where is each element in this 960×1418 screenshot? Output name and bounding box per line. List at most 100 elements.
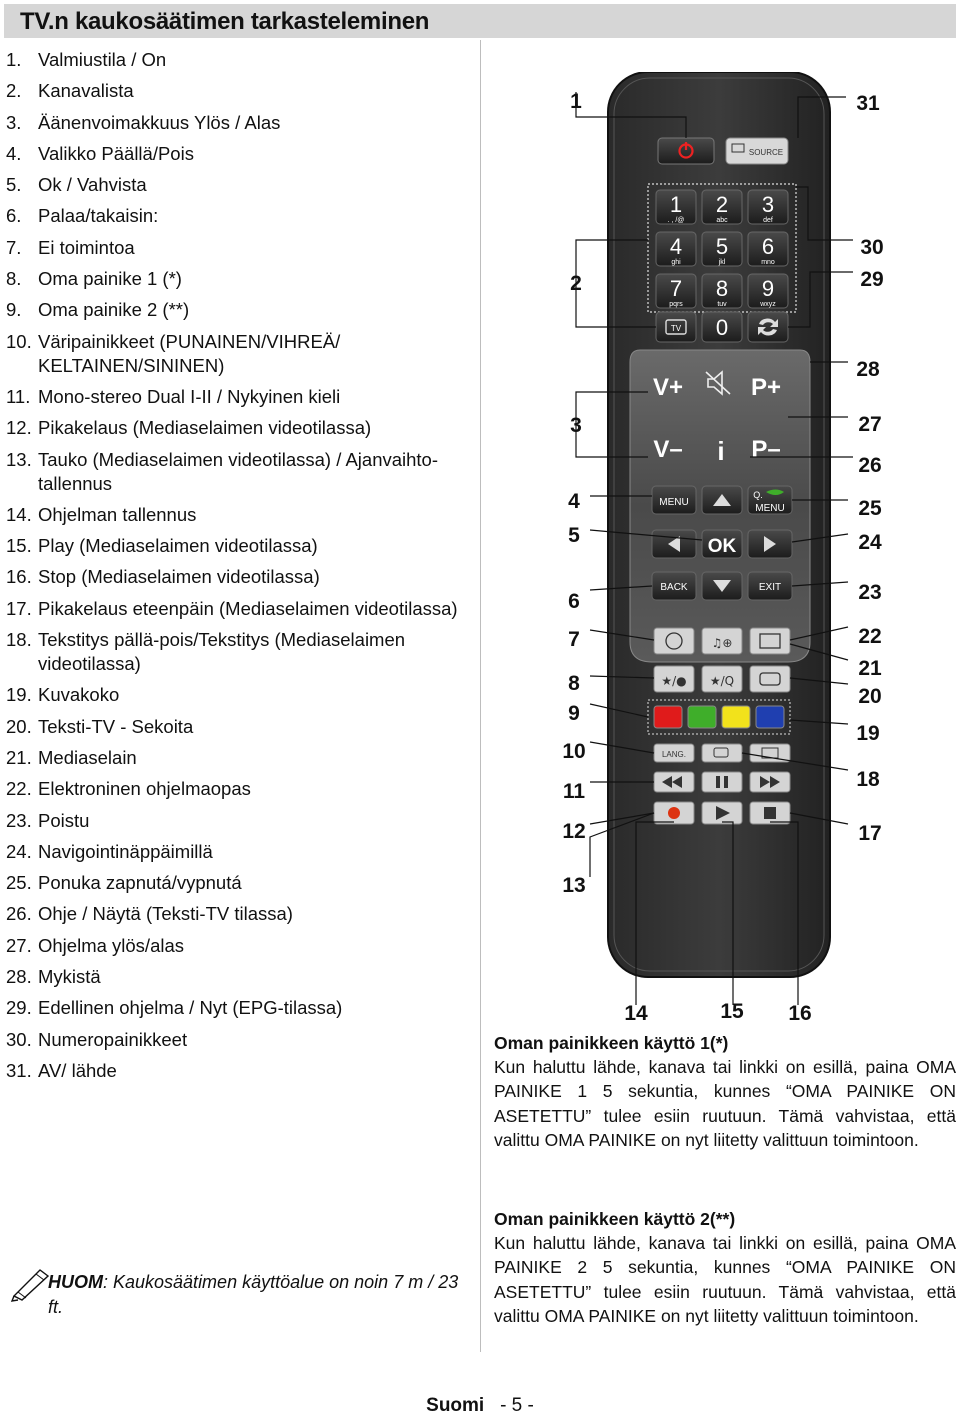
column-divider xyxy=(480,40,481,1352)
page-title: TV.n kaukosäätimen tarkasteleminen xyxy=(20,8,430,35)
vplus-label: V+ xyxy=(653,374,683,401)
legend-item-number: 15. xyxy=(6,535,32,557)
info-label: i xyxy=(717,436,724,466)
digit-key xyxy=(655,189,697,225)
legend-item: 18.Tekstitys pällä-pois/Tekstitys (Media… xyxy=(6,628,468,676)
legend-item: 29.Edellinen ohjelma / Nyt (EPG-tilassa) xyxy=(6,996,468,1020)
legend-item-number: 28. xyxy=(6,966,32,988)
callout-number: 6 xyxy=(568,590,580,613)
callout-number: 31 xyxy=(856,92,880,115)
legend-item-text: Elektroninen ohjelmaopas xyxy=(38,778,251,800)
callout-number: 10 xyxy=(562,740,585,763)
legend-item-number: 7. xyxy=(6,236,22,258)
footer-language: Suomi xyxy=(426,1395,485,1416)
legend-item-text: Palaa/takaisin: xyxy=(38,205,159,227)
section-body: Kun haluttu lähde, kanava tai linkki on … xyxy=(494,1057,956,1150)
legend-item: 4.Valikko Päällä/Pois xyxy=(6,142,468,166)
digit-sublabel: def xyxy=(763,217,773,224)
tv-label: TV xyxy=(671,324,682,333)
menu-button xyxy=(651,485,697,515)
legend-item-number: 14. xyxy=(6,503,32,525)
legend-item: 17.Pikakelaus eteenpäin (Mediaselaimen v… xyxy=(6,597,468,621)
legend-item-number: 31. xyxy=(6,1059,32,1081)
digit-label: 1 xyxy=(670,192,682,217)
swap-button xyxy=(747,311,789,343)
legend-item-text: Ponuka zapnutá/vypnutá xyxy=(38,872,242,894)
digit-key xyxy=(701,273,743,309)
legend-item: 12.Pikakelaus (Mediaselaimen videotilass… xyxy=(6,416,468,440)
callout-number: 19 xyxy=(856,722,879,745)
digit-sublabel: wxyz xyxy=(759,301,776,308)
exit-label: EXIT xyxy=(759,582,781,593)
legend-item-text: Pikakelaus (Mediaselaimen videotilassa) xyxy=(38,417,372,439)
legend-item-number: 10. xyxy=(6,330,32,352)
callout-number: 21 xyxy=(858,657,882,680)
svg-text:★/Q: ★/Q xyxy=(710,674,734,688)
legend-item: 6. Palaa/takaisin: xyxy=(6,204,468,228)
legend-item-text: Äänenvoimakkuus Ylös / Alas xyxy=(38,111,281,133)
callout-number: 5 xyxy=(568,524,580,547)
callout-number: 16 xyxy=(788,1002,811,1025)
legend-item: 31.AV/ lähde xyxy=(6,1059,468,1083)
legend-item-number: 5. xyxy=(6,174,22,196)
note-label: HUOM xyxy=(48,1272,103,1292)
legend-item-text: Ei toimintoa xyxy=(38,236,135,258)
svg-text:★/●: ★/● xyxy=(661,674,686,688)
callout-number: 17 xyxy=(858,822,881,845)
zero-button xyxy=(701,311,743,343)
callout-number: 28 xyxy=(856,358,880,381)
legend-item-number: 6. xyxy=(6,205,22,227)
digit-key xyxy=(747,189,789,225)
digit-label: 4 xyxy=(670,234,682,259)
legend-item: 11.Mono-stereo Dual I-II / Nykyinen kiel… xyxy=(6,385,468,409)
legend-item-text: Kanavalista xyxy=(38,80,134,102)
legend-item-number: 19. xyxy=(6,684,32,706)
digit-sublabel: pqrs xyxy=(669,301,683,308)
lang-label: LANG. xyxy=(662,750,686,759)
digit-label: 2 xyxy=(716,192,728,217)
legend-item-number: 21. xyxy=(6,746,32,768)
ok-label: OK xyxy=(708,536,737,557)
callout-number: 2 xyxy=(570,272,582,295)
legend-item-text: Play (Mediaselaimen videotilassa) xyxy=(38,535,318,557)
digit-label: 6 xyxy=(762,234,774,259)
legend-item-number: 25. xyxy=(6,872,32,894)
legend-item-text: Valikko Päällä/Pois xyxy=(38,142,194,164)
callout-number: 29 xyxy=(860,268,883,291)
svg-text:♫⊕: ♫⊕ xyxy=(712,636,733,650)
callout-number: 20 xyxy=(858,685,881,708)
legend-item-number: 27. xyxy=(6,934,32,956)
legend-item-number: 30. xyxy=(6,1028,32,1050)
legend-item-text: Väripainikkeet (PUNAINEN/VIHREÄ/ KELTAIN… xyxy=(38,330,341,376)
legend-item-text: Oma painike 2 (**) xyxy=(38,299,190,321)
legend-item: 7. Ei toimintoa xyxy=(6,236,468,260)
callout-number: 3 xyxy=(570,414,582,437)
legend-item-text: Ohjelma ylös/alas xyxy=(38,934,185,956)
custom-button-1-section: Oman painikkeen käyttö 1(*) Kun haluttu … xyxy=(494,1031,956,1152)
callout-number: 12 xyxy=(562,820,585,843)
legend-item-number: 18. xyxy=(6,629,32,651)
digit-key xyxy=(747,273,789,309)
digit-key xyxy=(701,231,743,267)
legend-item-number: 8. xyxy=(6,268,22,290)
page-header: TV.n kaukosäätimen tarkasteleminen xyxy=(4,4,956,38)
legend-item: 21.Mediaselain xyxy=(6,746,468,770)
legend-item: 25. Ponuka zapnutá/vypnutá xyxy=(6,871,468,895)
back-label: BACK xyxy=(660,582,688,593)
legend-item-text: Ohjelman tallennus xyxy=(38,503,197,525)
digit-sublabel: tuv xyxy=(717,301,727,308)
legend-item-number: 9. xyxy=(6,299,22,321)
legend-item-text: Tauko (Mediaselaimen videotilassa) / Aja… xyxy=(38,448,439,494)
section-body: Kun haluttu lähde, kanava tai linkki on … xyxy=(494,1233,956,1326)
color-key xyxy=(755,705,785,729)
menu-label: MENU xyxy=(659,497,688,508)
color-key xyxy=(653,705,683,729)
legend-item-number: 3. xyxy=(6,111,22,133)
vminus-label: V– xyxy=(653,436,682,463)
legend-item: 8.Oma painike 1 (*) xyxy=(6,267,468,291)
digit-label: 5 xyxy=(716,234,728,259)
digit-label: 7 xyxy=(670,276,682,301)
legend-item: 14. Ohjelman tallennus xyxy=(6,503,468,527)
legend-item: 5.Ok / Vahvista xyxy=(6,173,468,197)
